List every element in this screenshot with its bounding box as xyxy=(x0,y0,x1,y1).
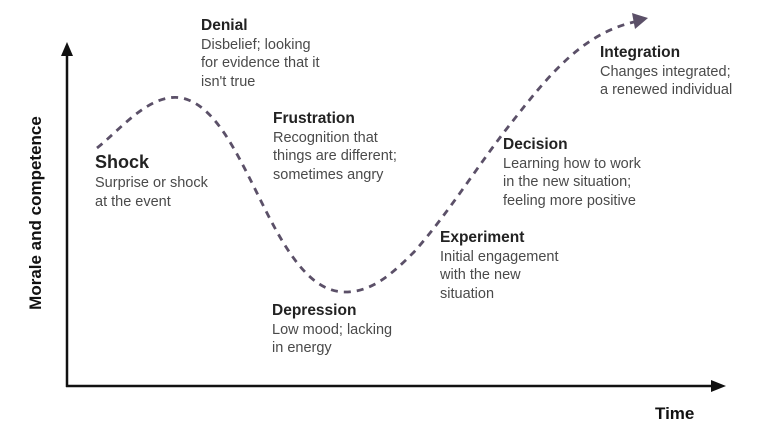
stage-denial-description: Disbelief; looking for evidence that it … xyxy=(201,36,320,90)
stage-denial-title: Denial xyxy=(201,17,248,34)
stage-integration-description: Changes integrated; a renewed individual xyxy=(600,63,733,99)
y-axis-arrowhead xyxy=(61,42,73,56)
stage-shock-title: Shock xyxy=(95,152,150,172)
stage-depression-description: Low mood; lacking in energy xyxy=(272,321,393,357)
stage-frustration-description: Recognition that things are different; s… xyxy=(273,129,397,183)
stage-shock: Shock Surprise or shock at the event xyxy=(95,151,208,211)
stage-experiment-title: Experiment xyxy=(440,229,525,246)
stage-experiment: Experiment Initial engagement with the n… xyxy=(440,228,559,303)
stage-decision: Decision Learning how to work in the new… xyxy=(503,135,641,210)
stage-decision-description: Learning how to work in the new situatio… xyxy=(503,155,641,209)
stage-experiment-description: Initial engagement with the new situatio… xyxy=(440,248,559,302)
stage-frustration: Frustration Recognition that things are … xyxy=(273,109,397,184)
stage-integration-title: Integration xyxy=(600,44,681,61)
curve-arrowhead xyxy=(632,13,648,29)
x-axis-arrowhead xyxy=(711,380,726,392)
stage-decision-title: Decision xyxy=(503,136,568,153)
stage-depression: Depression Low mood; lacking in energy xyxy=(272,301,392,358)
x-axis-label: Time xyxy=(655,404,695,423)
stage-denial: Denial Disbelief; looking for evidence t… xyxy=(201,16,320,91)
change-curve xyxy=(96,20,635,294)
stage-frustration-title: Frustration xyxy=(273,110,355,127)
stage-shock-description: Surprise or shock at the event xyxy=(95,175,208,210)
y-axis-label: Morale and competence xyxy=(26,116,45,310)
stage-integration: Integration Changes integrated; a renewe… xyxy=(600,43,732,100)
stage-depression-title: Depression xyxy=(272,302,357,319)
